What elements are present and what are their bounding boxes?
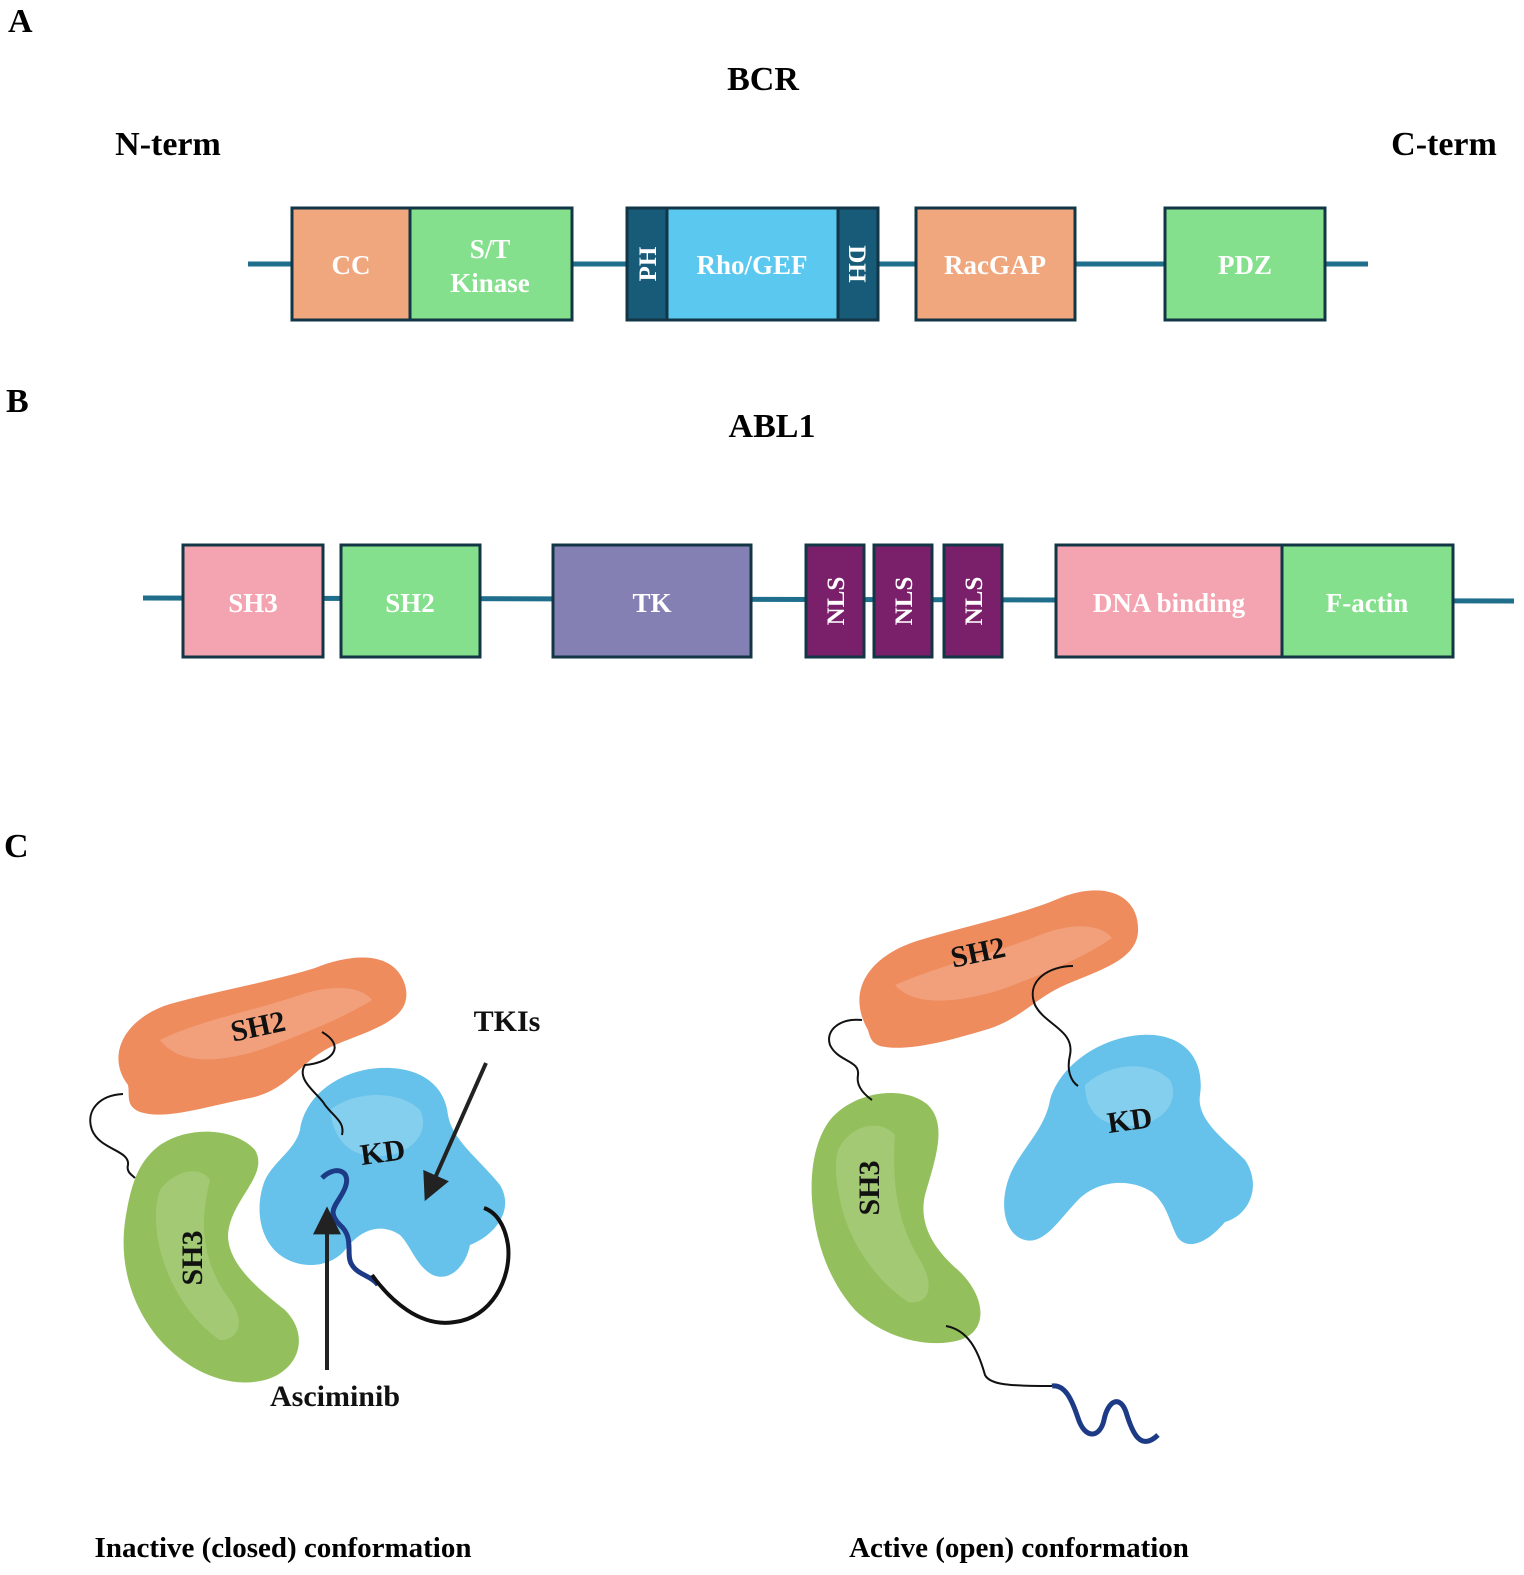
asciminib-label: Asciminib: [270, 1380, 400, 1413]
inactive-c-terminal-loop: [370, 1206, 511, 1325]
abl1-domain-sh3: SH3: [181, 543, 325, 659]
abl1-domain-tk: TK: [551, 543, 753, 659]
nls-3-label: NLS: [961, 577, 988, 626]
bcr-domain-cc: CC: [290, 206, 412, 322]
dna-binding-label: DNA binding: [1093, 588, 1246, 618]
inactive-sh3-label: SH3: [176, 1230, 209, 1285]
active-conformation: SH2 SH3 KD Active (open) conformation: [811, 890, 1253, 1564]
bcr-domain-pdz: PDZ: [1163, 206, 1327, 322]
bcr-domain-racgap: RacGAP: [914, 206, 1077, 322]
abl1-domain-f-actin: F-actin: [1280, 543, 1455, 659]
cc-label: CC: [332, 250, 371, 280]
inactive-caption: Inactive (closed) conformation: [95, 1532, 472, 1564]
nls-2-label: NLS: [891, 577, 918, 626]
inactive-sh2-blob: SH2: [118, 957, 407, 1115]
c-term-label: C-term: [1391, 126, 1497, 163]
tkis-arrow: [423, 1062, 488, 1202]
bcr-domain-rho-gef: Rho/GEF: [665, 206, 840, 322]
panel-b-label: B: [6, 383, 29, 420]
inactive-linker-sh2-kd: [301, 1031, 344, 1136]
active-linker-sh2-sh3: [828, 1018, 873, 1101]
tkis-label: TKIs: [474, 1005, 541, 1038]
abl1-domain-sh2: SH2: [339, 543, 482, 659]
active-kd-label: KD: [1105, 1101, 1154, 1140]
bcr-domain-st-kinase: S/T Kinase: [408, 206, 574, 322]
n-term-label: N-term: [115, 126, 221, 163]
f-actin-label: F-actin: [1326, 588, 1408, 618]
active-sh2-blob: SH2: [859, 890, 1139, 1048]
bcr-title: BCR: [727, 61, 799, 98]
inactive-conformation: SH2 SH3 KD TKIs Asciminib Inactive (clos…: [89, 957, 541, 1564]
racgap-label: RacGAP: [944, 250, 1046, 280]
rho-gef-label: Rho/GEF: [696, 250, 807, 280]
active-c-terminal-linker: [945, 1325, 1053, 1387]
abl1-title: ABL1: [729, 408, 816, 445]
abl1-domain-nls-1: NLS: [804, 543, 866, 659]
panel-a-label: A: [8, 3, 33, 40]
inactive-kd-label: KD: [358, 1133, 407, 1172]
active-linker-sh2-kd: [1031, 965, 1079, 1087]
bcr-domain-ph: PH: [625, 206, 669, 322]
active-caption: Active (open) conformation: [849, 1532, 1189, 1564]
bcr-domain-dh: DH: [836, 206, 880, 322]
dh-label: DH: [843, 245, 870, 283]
nls-1-label: NLS: [823, 577, 850, 626]
pdz-label: PDZ: [1218, 250, 1272, 280]
active-sh3-label: SH3: [853, 1160, 886, 1215]
abl-sh2-label: SH2: [385, 588, 435, 618]
abl-sh3-label: SH3: [228, 588, 278, 618]
abl1-domain-dna-binding: DNA binding: [1054, 543, 1284, 659]
inactive-sh3-blob: SH3: [123, 1131, 299, 1383]
abl1-domain-nls-3: NLS: [942, 543, 1004, 659]
inactive-linker-sh2-sh3: [89, 1093, 136, 1179]
active-sh3-blob: SH3: [811, 1093, 981, 1344]
panel-c-label: C: [4, 828, 29, 865]
abl1-domain-nls-2: NLS: [872, 543, 934, 659]
tk-label: TK: [632, 588, 671, 618]
ph-label: PH: [635, 246, 662, 281]
kinase-label: Kinase: [450, 268, 530, 298]
active-myristoyl-tail: [1051, 1383, 1160, 1444]
st-label: S/T: [470, 234, 511, 264]
active-kd-blob: KD: [1004, 1034, 1253, 1245]
